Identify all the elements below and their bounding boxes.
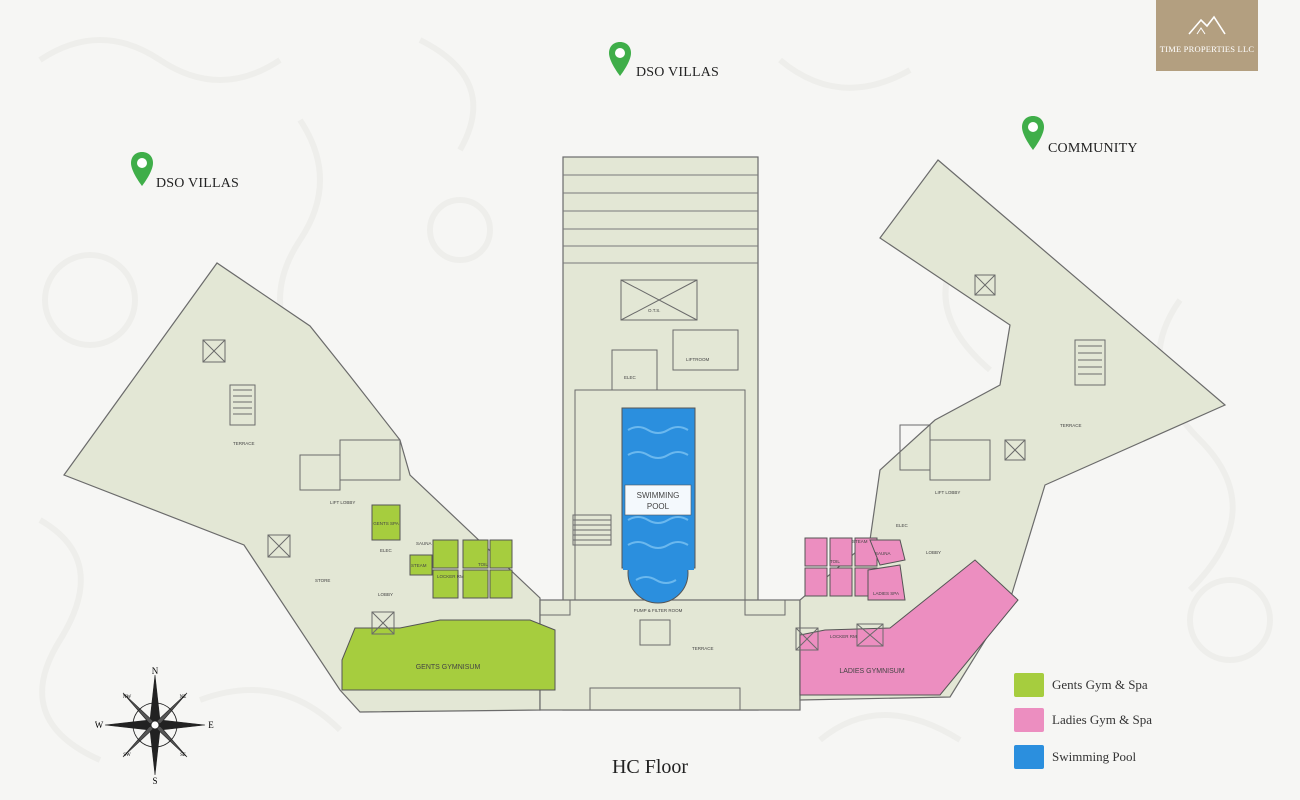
- pin-label-dso-villas-left: DSO VILLAS: [156, 176, 240, 191]
- lobby-right-label: LOBBY: [926, 550, 941, 555]
- legend-label-gents: Gents Gym & Spa: [1052, 677, 1148, 692]
- sauna-left-label: SAUNA: [416, 541, 432, 546]
- store-label: STORE: [315, 578, 330, 583]
- compass-w-label: W: [95, 720, 104, 730]
- elec-left-label: ELEC: [380, 548, 393, 553]
- compass-e-label: E: [208, 720, 214, 730]
- legend-item-gents: Gents Gym & Spa: [1014, 673, 1148, 697]
- ots-central-label: O.T.S.: [648, 308, 661, 313]
- compass-s-label: S: [152, 776, 157, 785]
- legend-label-pool: Swimming Pool: [1052, 749, 1137, 764]
- elec-right-label: ELEC: [896, 523, 909, 528]
- mountain-logo-icon: [1188, 15, 1226, 35]
- legend-swatch-ladies: [1014, 708, 1044, 732]
- brand-name: TIME PROPERTIES LLC: [1159, 44, 1255, 54]
- location-pin-icon: [609, 42, 631, 76]
- toil-left-label: TOIL: [478, 562, 488, 567]
- gents-gym-area: [341, 504, 556, 691]
- locker-right-label: LOCKER RM: [830, 634, 857, 639]
- steam-right-label: STEAM: [852, 539, 868, 544]
- terrace-right-label: TERRACE: [1060, 423, 1082, 428]
- locker-left-label: LOCKER RM: [437, 574, 464, 579]
- ladies-gym-label: LADIES GYMNISUM: [839, 668, 905, 675]
- steam-left-label: STEAM: [411, 563, 427, 568]
- left-wing-floor: [63, 262, 541, 713]
- terrace-central-label: TERRACE: [692, 646, 714, 651]
- gents-gym-label: GENTS GYMNISUM: [416, 664, 481, 671]
- location-pin-icon: [1022, 116, 1044, 150]
- floor-title: HC Floor: [611, 756, 689, 778]
- lift-lobby-left-label: LIFT LOBBY: [330, 500, 355, 505]
- compass-sw-label: SW: [123, 753, 131, 758]
- legend-label-ladies: Ladies Gym & Spa: [1052, 712, 1153, 727]
- gents-spa-label: GENTS SPA: [373, 521, 398, 526]
- legend-swatch-gents: [1014, 673, 1044, 697]
- terrace-left-label: TERRACE: [233, 441, 255, 446]
- pump-room-label: PUMP & FILTER ROOM: [634, 608, 683, 613]
- compass-se-label: SE: [180, 753, 186, 758]
- ladies-gym-area: [799, 537, 1019, 696]
- toil-right-label: TOIL: [830, 559, 840, 564]
- lift-lobby-right-label: LIFT LOBBY: [935, 490, 960, 495]
- right-wing-floor: [799, 159, 1227, 701]
- liftroom-label: LIFTROOM: [686, 357, 710, 362]
- elec-central-label: ELEC: [624, 375, 637, 380]
- brand-logo: TIME PROPERTIES LLC: [1156, 0, 1258, 71]
- compass-rose-icon: N S W E NW NE SW SE: [95, 666, 214, 785]
- pin-label-dso-villas-top: DSO VILLAS: [636, 65, 720, 80]
- compass-n-label: N: [152, 666, 159, 676]
- location-pin-icon: [131, 152, 153, 186]
- legend-item-ladies: Ladies Gym & Spa: [1014, 708, 1152, 732]
- legend-swatch-pool: [1014, 745, 1044, 769]
- pin-label-community: COMMUNITY: [1048, 141, 1138, 156]
- compass-nw-label: NW: [123, 695, 132, 700]
- legend-item-pool: Swimming Pool: [1014, 745, 1136, 769]
- pool-label-line2: POOL: [647, 502, 670, 511]
- central-terrace-floor: [539, 599, 801, 711]
- ladies-spa-label: LADIES SPA: [873, 591, 899, 596]
- swimming-pool: SWIMMING POOL: [621, 407, 696, 604]
- lobby-left-label: LOBBY: [378, 592, 393, 597]
- compass-ne-label: NE: [180, 695, 187, 700]
- sauna-right-label: SAUNA: [875, 551, 891, 556]
- pool-label-line1: SWIMMING: [637, 491, 680, 500]
